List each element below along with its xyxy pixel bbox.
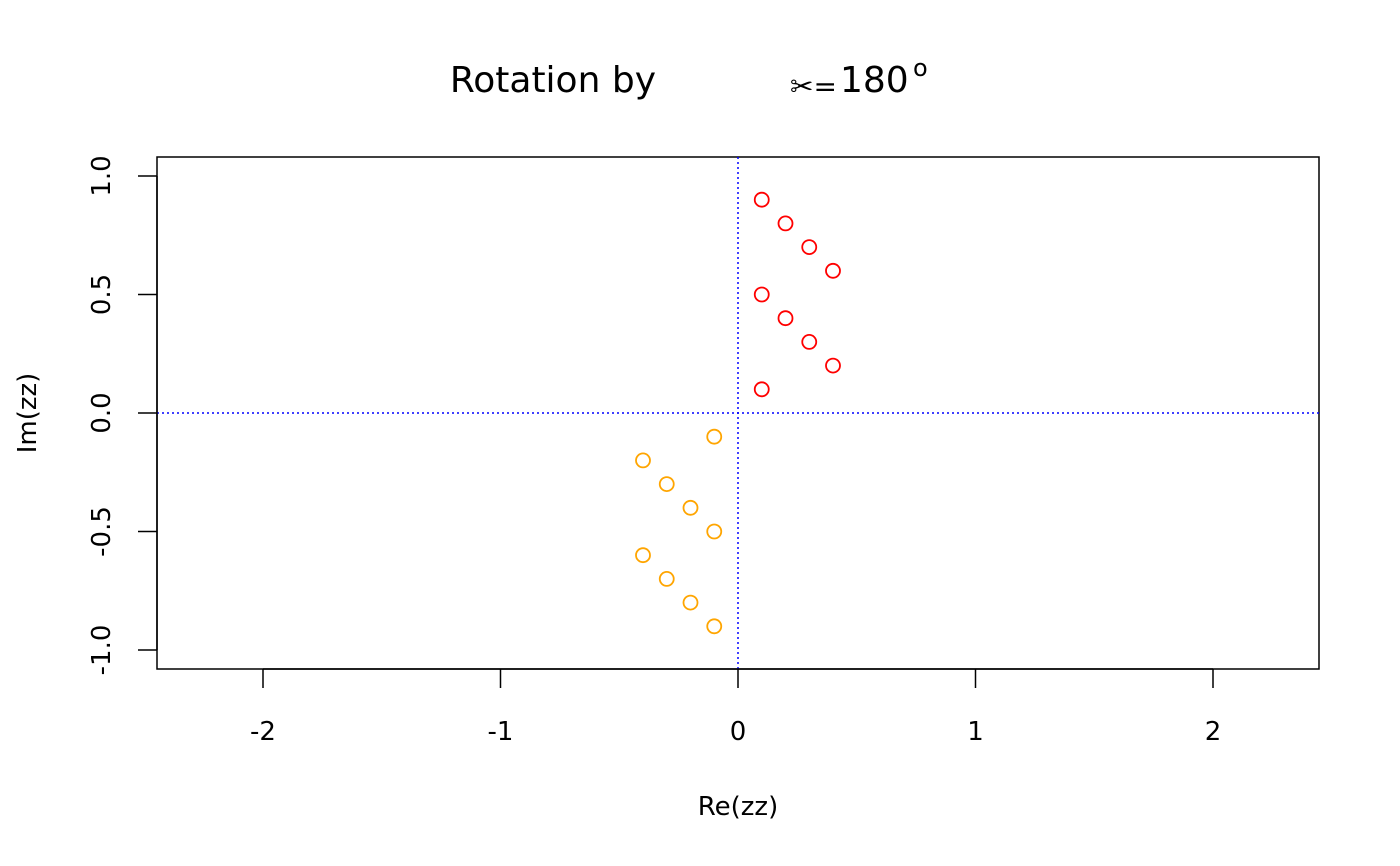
x-tick-label: 2 xyxy=(1205,717,1222,747)
point-rotated xyxy=(635,547,651,564)
point-rotated xyxy=(706,428,723,445)
point-rotated xyxy=(658,571,675,587)
point-original xyxy=(825,357,841,374)
x-tick-label: -2 xyxy=(250,717,276,747)
point-original xyxy=(801,239,818,256)
point-rotated xyxy=(706,523,723,540)
y-tick-label: -1.0 xyxy=(87,625,117,676)
point-rotated xyxy=(706,618,723,635)
x-tick-label: 1 xyxy=(967,717,984,747)
point-original xyxy=(777,215,794,232)
y-axis-label: Im(zz) xyxy=(13,373,43,454)
y-tick-label: 0.5 xyxy=(87,274,117,315)
point-rotated xyxy=(635,452,651,469)
point-original xyxy=(753,381,770,398)
y-tick-label: -0.5 xyxy=(87,506,117,557)
point-rotated xyxy=(658,476,675,493)
x-tick-label: -1 xyxy=(488,717,514,747)
y-tick-label: 1.0 xyxy=(87,155,117,196)
point-original xyxy=(777,310,794,327)
x-axis-label: Re(zz) xyxy=(698,792,778,822)
point-original xyxy=(753,286,770,303)
point-rotated xyxy=(682,594,699,611)
point-original xyxy=(801,333,818,350)
title-symbol: ✂= xyxy=(790,70,837,103)
title-value: 180 xyxy=(840,60,909,101)
x-tick-label: 0 xyxy=(730,717,747,747)
point-rotated xyxy=(682,499,699,516)
point-original xyxy=(753,191,770,208)
y-tick-label: 0.0 xyxy=(87,392,117,433)
chart-title: Rotation by xyxy=(450,60,656,101)
point-original xyxy=(825,262,841,279)
title-degree: o xyxy=(913,54,928,82)
